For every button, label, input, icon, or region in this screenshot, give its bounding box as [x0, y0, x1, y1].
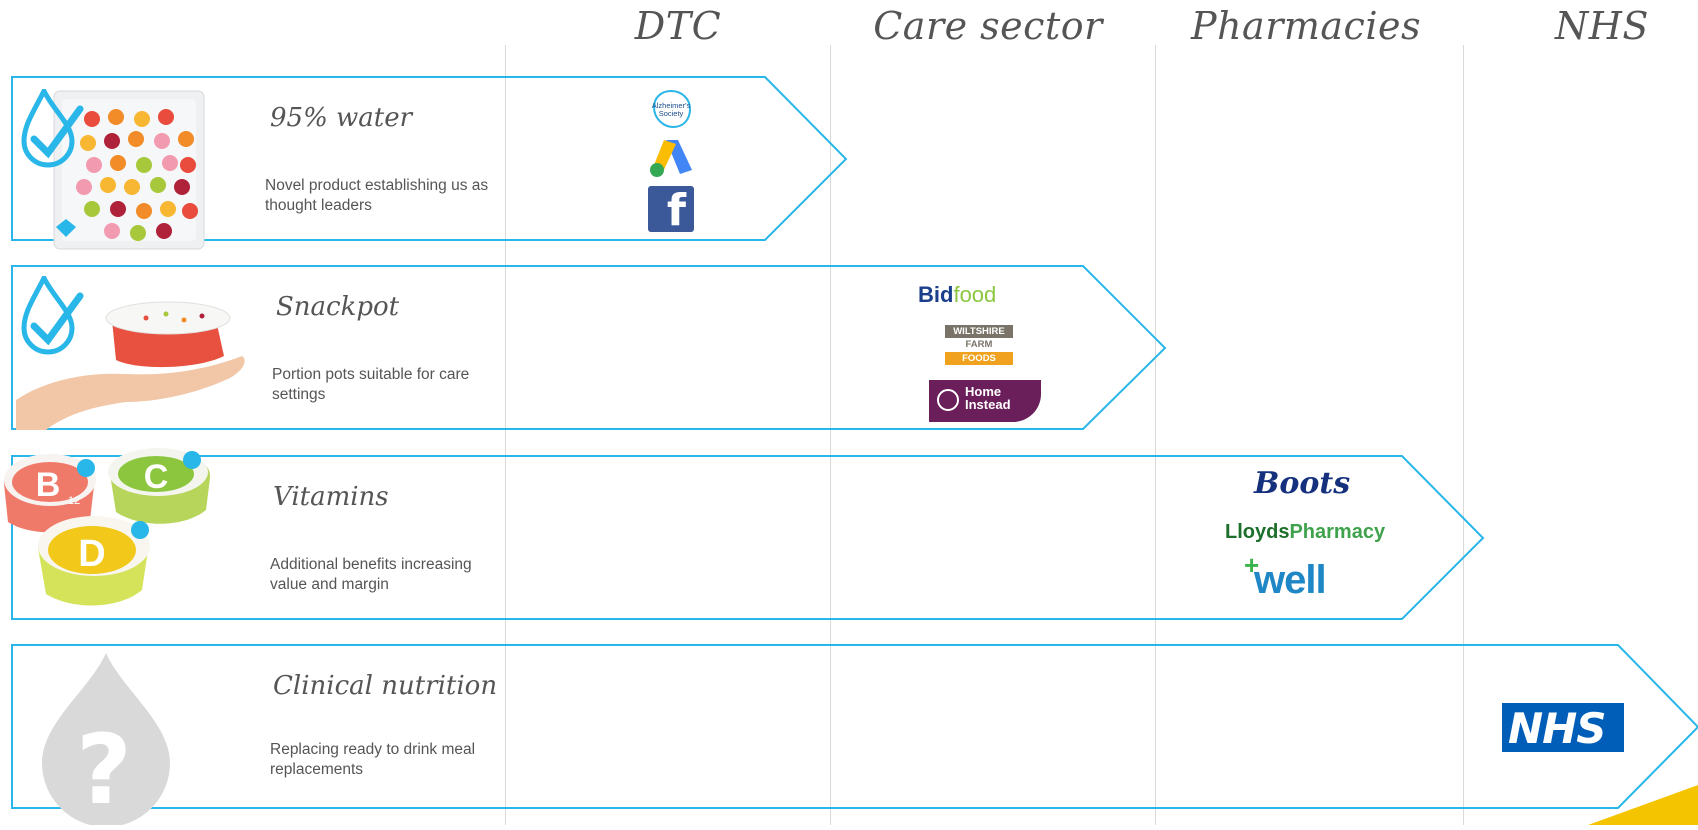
check-drop-icon — [20, 272, 84, 356]
column-divider — [830, 45, 831, 825]
question-drop-icon: ? — [38, 653, 174, 827]
row-title: Snackpot — [276, 292, 400, 322]
svg-text:?: ? — [76, 714, 132, 825]
row-title: Vitamins — [273, 482, 389, 512]
row-description: Replacing ready to drink meal replacemen… — [270, 741, 476, 778]
gel-tray-image — [50, 87, 210, 255]
check-drop-icon — [20, 85, 84, 169]
column-heading-pharmacies: Pharmacies — [1191, 4, 1421, 48]
row-snackpot: Snackpot Portion pots suitable for care … — [0, 265, 1698, 430]
row-arrow — [11, 76, 848, 241]
column-heading-care-sector: Care sector — [873, 4, 1103, 48]
svg-text:C: C — [144, 458, 169, 496]
column-heading-dtc: DTC — [634, 4, 722, 48]
svg-text:12: 12 — [68, 495, 80, 507]
row-title: 95% water — [270, 103, 413, 133]
row-arrow — [11, 644, 1698, 809]
nhs-logo: NHS — [1502, 703, 1624, 753]
well-pharmacy-logo: + well — [1244, 550, 1327, 602]
row-arrow — [11, 455, 1485, 620]
svg-text:D: D — [78, 533, 105, 575]
row-arrow — [11, 265, 1167, 430]
column-heading-nhs: NHS — [1555, 4, 1649, 48]
snackpot-in-hand-image — [16, 290, 252, 430]
row-title: Clinical nutrition — [273, 671, 498, 701]
svg-text:Society: Society — [659, 109, 684, 118]
svg-text:Alzheimer's: Alzheimer's — [652, 101, 691, 110]
row-95-water: 95% water Novel product establishing us … — [0, 76, 1698, 250]
alzheimers-society-logo: Alzheimer's Society — [648, 87, 694, 131]
column-divider — [505, 45, 506, 825]
row-description: Portion pots suitable for care settings — [272, 366, 470, 403]
row-vitamins: B 12 C D Vitamins Additional benefits in… — [0, 448, 1698, 620]
svg-text:B: B — [36, 466, 61, 504]
row-clinical-nutrition: ? Clinical nutrition Replacing ready to … — [0, 644, 1698, 827]
column-divider — [1155, 45, 1156, 825]
lloyds-pharmacy-logo: LloydsPharmacy — [1225, 521, 1386, 543]
row-description: Additional benefits increasing value and… — [270, 556, 472, 593]
google-ads-logo — [648, 136, 694, 178]
home-instead-emblem — [937, 389, 959, 411]
boots-logo: Boots — [1254, 466, 1351, 501]
facebook-logo: f — [648, 185, 694, 236]
vitamin-pots-image: B 12 C D — [0, 444, 216, 634]
wiltshire-farm-foods-logo: WILTSHIRE FARM FOODS — [945, 325, 1013, 367]
column-divider — [1463, 45, 1464, 825]
row-description: Novel product establishing us as thought… — [265, 177, 489, 214]
home-instead-logo: Home Instead — [929, 380, 1041, 422]
corner-accent — [1588, 785, 1698, 825]
bidfood-logo: Bidfood — [918, 282, 997, 307]
